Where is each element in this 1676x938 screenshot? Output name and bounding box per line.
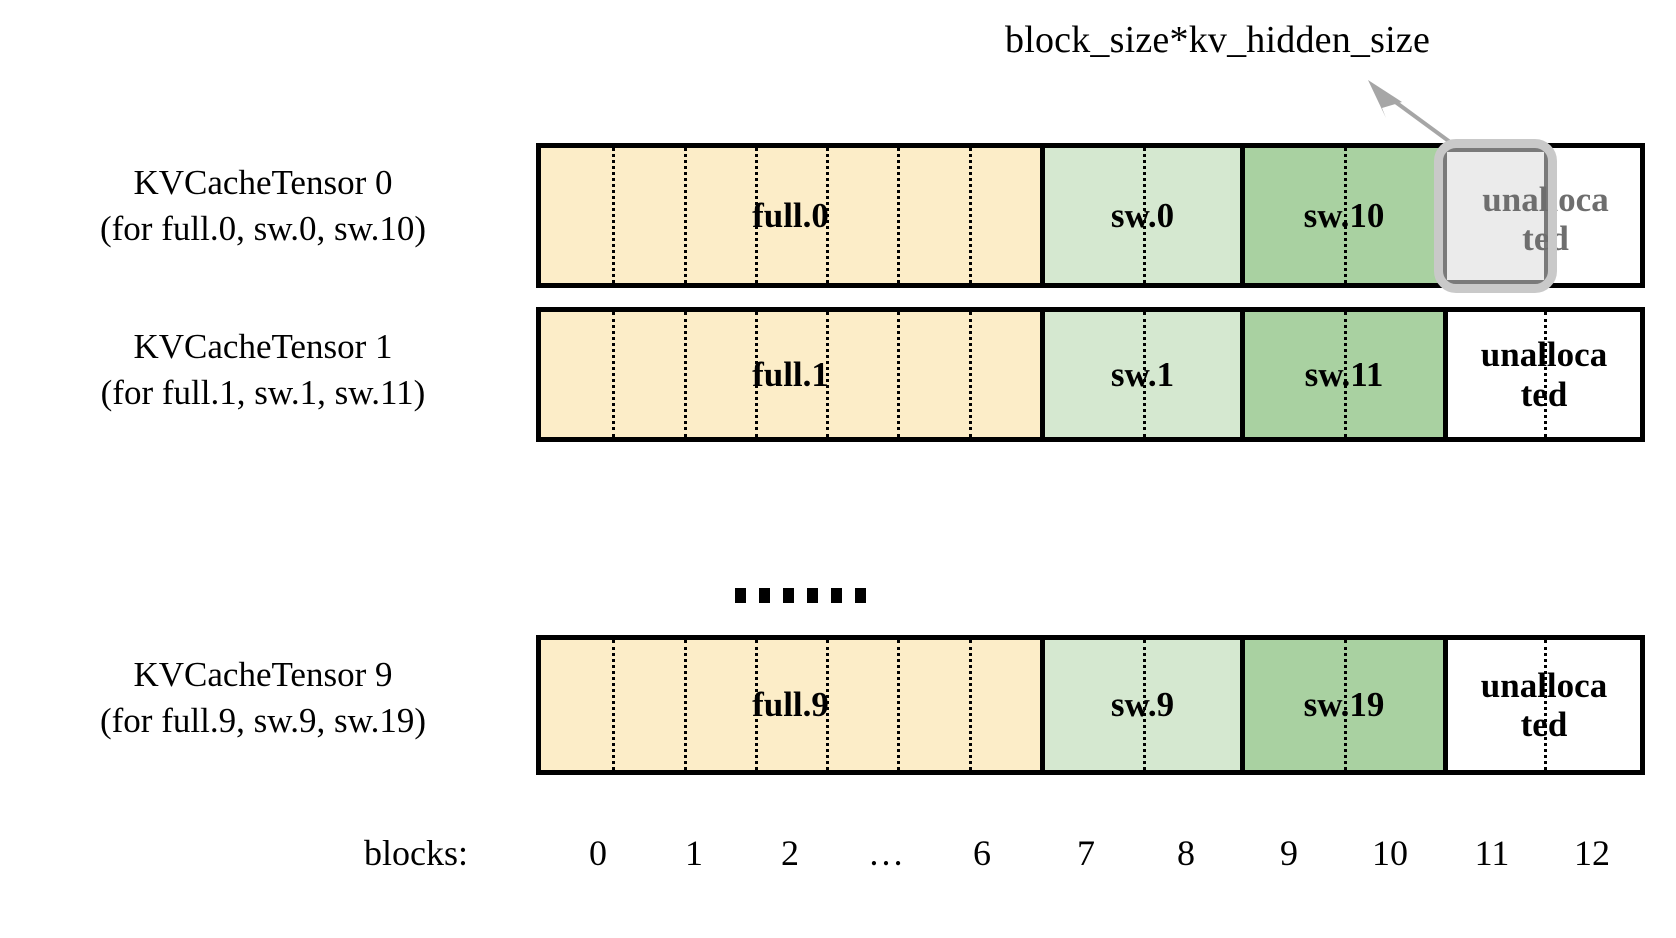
- row-label-1: KVCacheTensor 1 (for full.1, sw.1, sw.11…: [28, 324, 498, 415]
- axis-tick-0: 0: [589, 833, 607, 873]
- segment-full-1-label: full.1: [752, 354, 829, 394]
- highlight-block-label-line1: unalloca: [1482, 180, 1609, 219]
- row-label-0: KVCacheTensor 0 (for full.0, sw.0, sw.10…: [28, 160, 498, 251]
- axis-tick-7: 7: [1077, 833, 1095, 873]
- row-label-9-line1: KVCacheTensor 9: [133, 655, 393, 694]
- highlight-block-label-line2: ted: [1522, 219, 1569, 259]
- segment-sw-1[interactable]: sw.1: [1040, 312, 1240, 437]
- blocks-axis-title: blocks:: [364, 833, 468, 873]
- axis-tick-12: 12: [1574, 833, 1610, 873]
- row-label-9-line2: (for full.9, sw.9, sw.19): [100, 700, 426, 740]
- axis-tick-10: 10: [1372, 833, 1408, 873]
- segment-sw-0[interactable]: sw.0: [1040, 148, 1240, 283]
- segment-full-0-label: full.0: [752, 195, 829, 235]
- segment-sw-0-label: sw.0: [1110, 195, 1175, 235]
- segment-sw-10-label: sw.10: [1303, 195, 1385, 235]
- row-label-1-line2: (for full.1, sw.1, sw.11): [100, 372, 426, 412]
- segment-sw-9[interactable]: sw.9: [1040, 640, 1240, 770]
- row-label-0-line2: (for full.0, sw.0, sw.10): [100, 208, 426, 248]
- continuation-ellipsis: [735, 588, 866, 603]
- axis-tick-2: 2: [781, 833, 799, 873]
- highlight-block-label: unalloca ted: [1443, 180, 1648, 258]
- axis-tick-8: 8: [1177, 833, 1195, 873]
- segment-sw-9-label: sw.9: [1110, 685, 1175, 725]
- segment-full-9-label: full.9: [752, 685, 829, 725]
- axis-tick-1: 1: [685, 833, 703, 873]
- segment-sw-19-label: sw.19: [1303, 685, 1385, 725]
- axis-tick-11: 11: [1474, 833, 1510, 873]
- segment-sw-11[interactable]: sw.11: [1240, 312, 1443, 437]
- segment-sw-1-label: sw.1: [1110, 354, 1175, 394]
- highlight-block-outline[interactable]: [1434, 139, 1557, 293]
- row-label-9: KVCacheTensor 9 (for full.9, sw.9, sw.19…: [28, 652, 498, 743]
- segment-sw-19[interactable]: sw.19: [1240, 640, 1443, 770]
- segment-sw-10[interactable]: sw.10: [1240, 148, 1443, 283]
- blocks-axis: blocks: 0 1 2 … 6 7 8 9 10 11 12: [0, 832, 1676, 882]
- axis-tick-6: 6: [973, 833, 991, 873]
- callout-label-block-size: block_size*kv_hidden_size: [1005, 19, 1431, 61]
- axis-tick-9: 9: [1280, 833, 1298, 873]
- segment-full-9[interactable]: full.9: [541, 640, 1040, 770]
- row-label-1-line1: KVCacheTensor 1: [133, 327, 393, 366]
- segment-full-1[interactable]: full.1: [541, 312, 1040, 437]
- segment-full-0[interactable]: full.0: [541, 148, 1040, 283]
- segment-sw-11-label: sw.11: [1304, 354, 1384, 394]
- row-label-0-line1: KVCacheTensor 0: [133, 163, 393, 202]
- axis-tick-ellipsis: …: [868, 833, 904, 873]
